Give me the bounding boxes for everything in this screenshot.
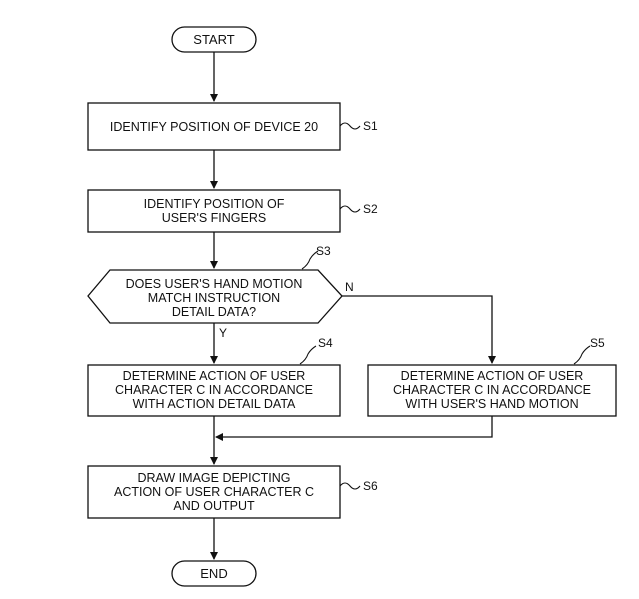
step-s6-leader: [339, 482, 361, 490]
yes-label: Y: [219, 326, 227, 340]
step-s5-line-1: DETERMINE ACTION OF USER: [401, 369, 584, 383]
step-s3-line-2: MATCH INSTRUCTION: [148, 291, 280, 305]
step-s4-box: DETERMINE ACTION OF USER CHARACTER C IN …: [87, 364, 341, 417]
start-label: START: [193, 32, 234, 47]
step-s6-tag: S6: [363, 479, 378, 493]
step-s4-line-3: WITH ACTION DETAIL DATA: [133, 397, 296, 411]
step-s4-line-1: DETERMINE ACTION OF USER: [123, 369, 306, 383]
step-s4-tag: S4: [318, 336, 333, 350]
step-s3-leader: [301, 250, 319, 270]
step-s6-box: DRAW IMAGE DEPICTING ACTION OF USER CHAR…: [87, 465, 341, 519]
step-s1-leader: [339, 122, 361, 130]
end-label: END: [200, 566, 227, 581]
step-s3-line-3: DETAIL DATA?: [172, 305, 256, 319]
step-s2-line-2: USER'S FINGERS: [162, 211, 267, 225]
step-s4-leader: [299, 345, 317, 365]
step-s4-line-2: CHARACTER C IN ACCORDANCE: [115, 383, 313, 397]
step-s5-line-3: WITH USER'S HAND MOTION: [405, 397, 578, 411]
step-s2-line-1: IDENTIFY POSITION OF: [144, 197, 285, 211]
start-terminal: START: [171, 26, 257, 53]
step-s2-box: IDENTIFY POSITION OF USER'S FINGERS: [87, 189, 341, 233]
step-s1-tag: S1: [363, 119, 378, 133]
step-s5-leader: [573, 345, 591, 365]
step-s3-line-1: DOES USER'S HAND MOTION: [126, 277, 303, 291]
step-s1-box: IDENTIFY POSITION OF DEVICE 20: [87, 102, 341, 151]
end-terminal: END: [171, 560, 257, 587]
connector-s5-merge: [215, 416, 493, 441]
step-s6-line-2: ACTION OF USER CHARACTER C: [114, 485, 314, 499]
step-s2-leader: [339, 205, 361, 213]
connector-s3-no: [342, 295, 496, 364]
step-s3-tag: S3: [316, 244, 331, 258]
step-s6-line-1: DRAW IMAGE DEPICTING: [137, 471, 290, 485]
step-s5-box: DETERMINE ACTION OF USER CHARACTER C IN …: [367, 364, 617, 417]
step-s3-decision: DOES USER'S HAND MOTION MATCH INSTRUCTIO…: [87, 269, 343, 324]
step-s5-line-2: CHARACTER C IN ACCORDANCE: [393, 383, 591, 397]
no-label: N: [345, 280, 354, 294]
step-s5-tag: S5: [590, 336, 605, 350]
step-s1-line-1: IDENTIFY POSITION OF DEVICE 20: [110, 120, 318, 134]
step-s6-line-3: AND OUTPUT: [173, 499, 255, 513]
step-s2-tag: S2: [363, 202, 378, 216]
